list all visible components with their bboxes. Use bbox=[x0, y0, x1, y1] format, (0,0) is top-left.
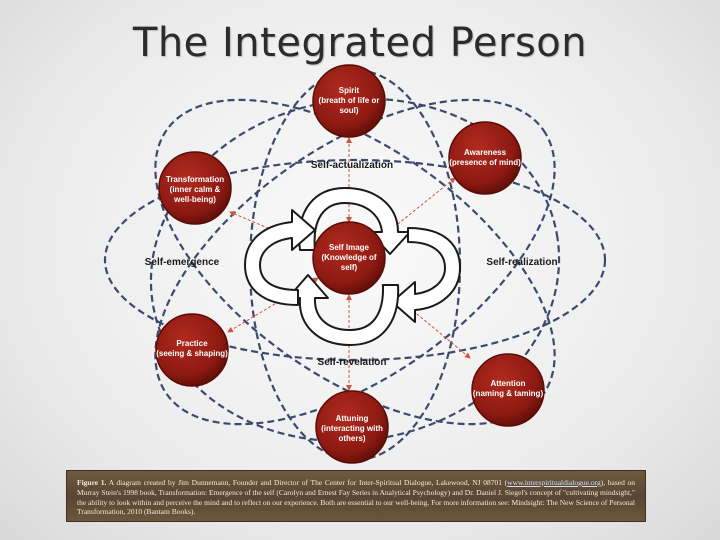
caption-link[interactable]: www.interspiritualdialogue.org bbox=[507, 478, 601, 487]
node-attention-line2: (naming & taming) bbox=[473, 389, 544, 398]
node-transformation: Transformation(inner calm &well-being) bbox=[158, 151, 232, 225]
svg-text:Attention(naming & taming): Attention(naming & taming) bbox=[473, 379, 544, 398]
orbit-ellipse-horizontal bbox=[103, 158, 607, 362]
node-attuning-line3: others) bbox=[338, 434, 365, 443]
label-self-revelation: Self-revelation bbox=[318, 357, 387, 368]
node-awareness: Awareness(presence of mind) bbox=[448, 121, 522, 195]
label-self-emergence: Self-emergence bbox=[145, 257, 220, 268]
node-attuning-line2: (interacting with bbox=[321, 424, 383, 433]
node-attention-line1: Attention bbox=[490, 379, 525, 388]
node-spirit-line2: (breath of life or bbox=[319, 96, 380, 105]
node-attention: Attention(naming & taming) bbox=[471, 353, 545, 427]
node-self-image-line3: self) bbox=[341, 263, 358, 272]
cycle-arrow-right bbox=[391, 227, 461, 323]
node-transformation-line2: (inner calm & bbox=[170, 185, 221, 194]
node-transformation-line1: Transformation bbox=[166, 175, 224, 184]
node-awareness-line2: (presence of mind) bbox=[449, 158, 521, 167]
svg-text:Practice(seeing & shaping): Practice(seeing & shaping) bbox=[156, 339, 228, 358]
node-practice: Practice(seeing & shaping) bbox=[155, 313, 229, 387]
svg-text:Transformation(inner calm &wel: Transformation(inner calm &well-being) bbox=[166, 175, 224, 204]
caption-text-part1: A diagram created by Jim Dunnemann, Foun… bbox=[108, 478, 508, 487]
cycle-arrow-left bbox=[244, 209, 316, 306]
node-spirit-line3: soul) bbox=[339, 106, 358, 115]
node-attuning-line1: Attuning bbox=[336, 414, 369, 423]
node-practice-line1: Practice bbox=[176, 339, 208, 348]
cycle-arrow-top bbox=[298, 187, 411, 255]
node-self-image-line1: Self Image bbox=[329, 243, 370, 252]
node-awareness-line1: Awareness bbox=[464, 148, 507, 157]
caption-text-part2: ), based on Murray Stein's 1998 book, Tr… bbox=[77, 478, 636, 517]
label-self-realization: Self-realization bbox=[486, 257, 557, 268]
diagram-title: The Integrated Person bbox=[132, 20, 588, 66]
node-practice-line2: (seeing & shaping) bbox=[156, 349, 228, 358]
figure-caption: Figure 1. A diagram created by Jim Dunne… bbox=[66, 470, 646, 522]
caption-label: Figure 1. bbox=[77, 478, 107, 487]
node-transformation-line3: well-being) bbox=[173, 195, 216, 204]
svg-text:Awareness(presence of mind): Awareness(presence of mind) bbox=[449, 148, 521, 167]
cycle-arrows bbox=[244, 187, 461, 346]
label-self-actualization: Self-actualization bbox=[311, 160, 393, 171]
node-self-image-line2: (Knowledge of bbox=[321, 253, 376, 262]
connector-attention bbox=[381, 284, 471, 359]
node-spirit-line1: Spirit bbox=[339, 86, 360, 95]
